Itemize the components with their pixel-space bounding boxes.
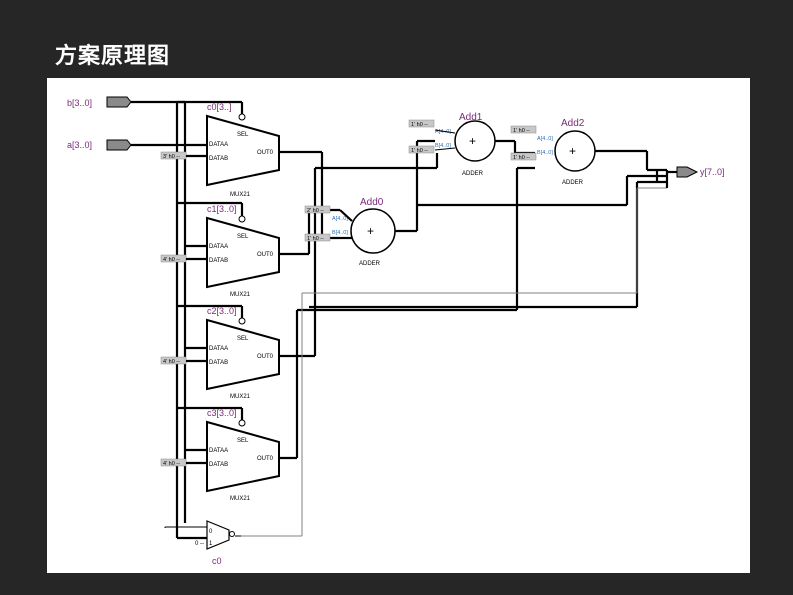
add0-a-const: 2' h0 -- [307, 208, 324, 214]
mux1-const: 4' h0 -- [163, 257, 180, 263]
add0-a-port: A[4..0] [332, 216, 348, 222]
add1-block: Add1 + ADDER 1' h0 -- 1' h0 -- A[4..0] B… [408, 112, 535, 177]
mux2-type-label: MUX21 [230, 394, 251, 400]
mux0-type-label: MUX21 [230, 192, 251, 198]
add1-b-port: B[4..0] [435, 143, 451, 149]
add1-a-const: 1' h0 -- [411, 122, 428, 128]
input-b-pin: b[3..0] [67, 96, 185, 108]
mux3-const: 4' h0 -- [163, 461, 180, 467]
add2-b-port: B[4..0] [537, 150, 553, 156]
mux3-datab-port: DATAB [209, 462, 228, 468]
mux3-sel-port: SEL [237, 438, 249, 444]
schematic-diagram: b[3..0] a[3..0] c0[3..] SEL DATAA DATAB … [67, 96, 725, 566]
slide-title: 方案原理图 [55, 44, 171, 69]
add0-b-port: B[4..0] [332, 230, 348, 236]
c0-in-const: 0 -- [195, 541, 204, 547]
add2-a-const: 1' h0 -- [513, 128, 530, 134]
c0-port1: 1 [209, 541, 213, 547]
mux0-sel-label: c0[3..] [207, 102, 232, 112]
mux1-sel-port: SEL [237, 234, 249, 240]
add2-a-port: A[4..0] [537, 136, 553, 142]
mux0-const: 3' h0 -- [163, 154, 180, 160]
add0-plus: + [367, 224, 374, 238]
mux2-dataa-port: DATAA [209, 346, 228, 352]
add2-type: ADDER [562, 180, 584, 186]
add1-name: Add1 [459, 112, 483, 123]
add0-name: Add0 [360, 197, 384, 208]
input-a-label: a[3..0] [67, 140, 92, 150]
mux2-const: 4' h0 -- [163, 359, 180, 365]
c0-port0: 0 [209, 529, 213, 535]
mux1-out-port: OUT0 [257, 252, 274, 258]
add2-block: Add2 + ADDER 1' h0 -- 1' h0 -- A[4..0] B… [510, 118, 647, 186]
add0-b-const: 1' h0 -- [307, 236, 324, 242]
c0-name: c0 [212, 556, 222, 566]
mux1-sel-label: c1[3..0] [207, 204, 237, 214]
mux3-sel-label: c3[3..0] [207, 408, 237, 418]
add0-block: Add0 + ADDER 2' h0 -- 1' h0 -- A[4..0] B… [304, 139, 435, 267]
mux0-datab-port: DATAB [209, 156, 228, 162]
add2-plus: + [569, 144, 576, 158]
add1-plus: + [469, 134, 476, 148]
add2-name: Add2 [561, 118, 585, 129]
schematic-panel: b[3..0] a[3..0] c0[3..] SEL DATAA DATAB … [47, 78, 750, 573]
add1-type: ADDER [462, 171, 484, 177]
mux0-block: c0[3..] SEL DATAA DATAB OUT0 MUX21 3' h0… [160, 102, 322, 198]
mux1-datab-port: DATAB [209, 258, 228, 264]
input-a-pin: a[3..0] [67, 139, 177, 151]
mux0-out-port: OUT0 [257, 150, 274, 156]
mux1-dataa-port: DATAA [209, 244, 228, 250]
mux1-block: c1[3..0] SEL DATAA DATAB OUT0 MUX21 4' h… [160, 204, 309, 298]
mux3-block: c3[3..0] SEL DATAA DATAB OUT0 MUX21 4' h… [160, 408, 297, 502]
mux0-sel-port: SEL [237, 132, 249, 138]
mux3-type-label: MUX21 [230, 496, 251, 502]
input-buses [175, 100, 244, 540]
mux3-dataa-port: DATAA [209, 448, 228, 454]
mux2-sel-port: SEL [237, 336, 249, 342]
mux3-out-port: OUT0 [257, 456, 274, 462]
add2-b-const: 1' h0 -- [513, 155, 530, 161]
output-y-label: y[7..0] [700, 167, 725, 177]
mux2-sel-label: c2[3..0] [207, 306, 237, 316]
c0-mux-block: 0 1 0 -- c0 [164, 520, 241, 566]
output-wiring [241, 151, 669, 537]
mux1-type-label: MUX21 [230, 292, 251, 298]
mux2-datab-port: DATAB [209, 360, 228, 366]
mux2-out-port: OUT0 [257, 354, 274, 360]
add1-b-const: 1' h0 -- [411, 148, 428, 154]
add0-type: ADDER [359, 261, 381, 267]
mux2-block: c2[3..0] SEL DATAA DATAB OUT0 MUX21 4' h… [160, 306, 315, 400]
input-b-label: b[3..0] [67, 98, 92, 108]
add1-a-port: A[4..0] [435, 129, 451, 135]
output-y-pin: y[7..0] [667, 166, 725, 178]
mux0-dataa-port: DATAA [209, 142, 228, 148]
